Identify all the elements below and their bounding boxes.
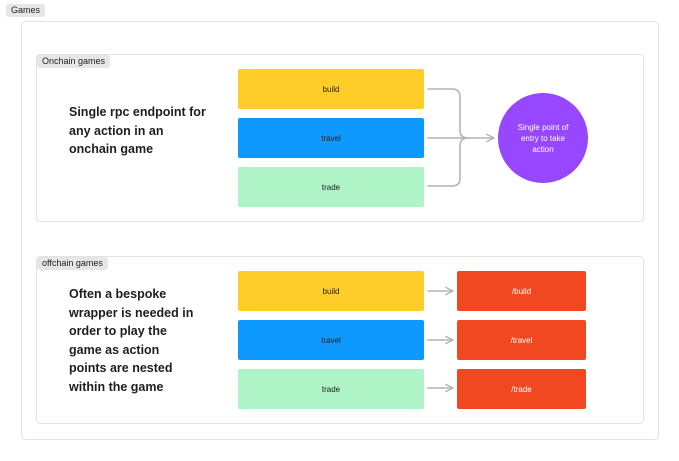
offchain-action-travel[interactable]: travel [238, 320, 424, 360]
offchain-route-travel[interactable]: /travel [457, 320, 586, 360]
offchain-action-build-label: build [322, 286, 340, 296]
onchain-action-trade[interactable]: trade [238, 167, 424, 207]
onchain-action-build[interactable]: build [238, 69, 424, 109]
onchain-section-label[interactable]: Onchain games [37, 55, 111, 68]
offchain-action-build[interactable]: build [238, 271, 424, 311]
offchain-route-build-label: /build [511, 286, 532, 296]
offchain-action-travel-label: travel [321, 335, 341, 345]
offchain-section-label[interactable]: offchain games [37, 257, 108, 270]
onchain-action-build-label: build [322, 84, 340, 94]
onchain-action-travel-label: travel [321, 133, 341, 143]
single-entry-point-circle[interactable]: Single point of entry to take action [498, 93, 588, 183]
offchain-route-build[interactable]: /build [457, 271, 586, 311]
onchain-action-travel[interactable]: travel [238, 118, 424, 158]
frame-label-games[interactable]: Games [6, 4, 46, 17]
single-entry-point-label: Single point of entry to take action [517, 122, 569, 154]
offchain-action-trade[interactable]: trade [238, 369, 424, 409]
offchain-description: Often a bespoke wrapper is needed in ord… [69, 287, 194, 394]
onchain-description: Single rpc endpoint for any action in an… [69, 105, 206, 156]
offchain-route-trade[interactable]: /trade [457, 369, 586, 409]
onchain-action-trade-label: trade [321, 182, 341, 192]
offchain-route-trade-label: /trade [511, 384, 532, 394]
offchain-route-travel-label: /travel [510, 335, 533, 345]
offchain-action-trade-label: trade [321, 384, 341, 394]
